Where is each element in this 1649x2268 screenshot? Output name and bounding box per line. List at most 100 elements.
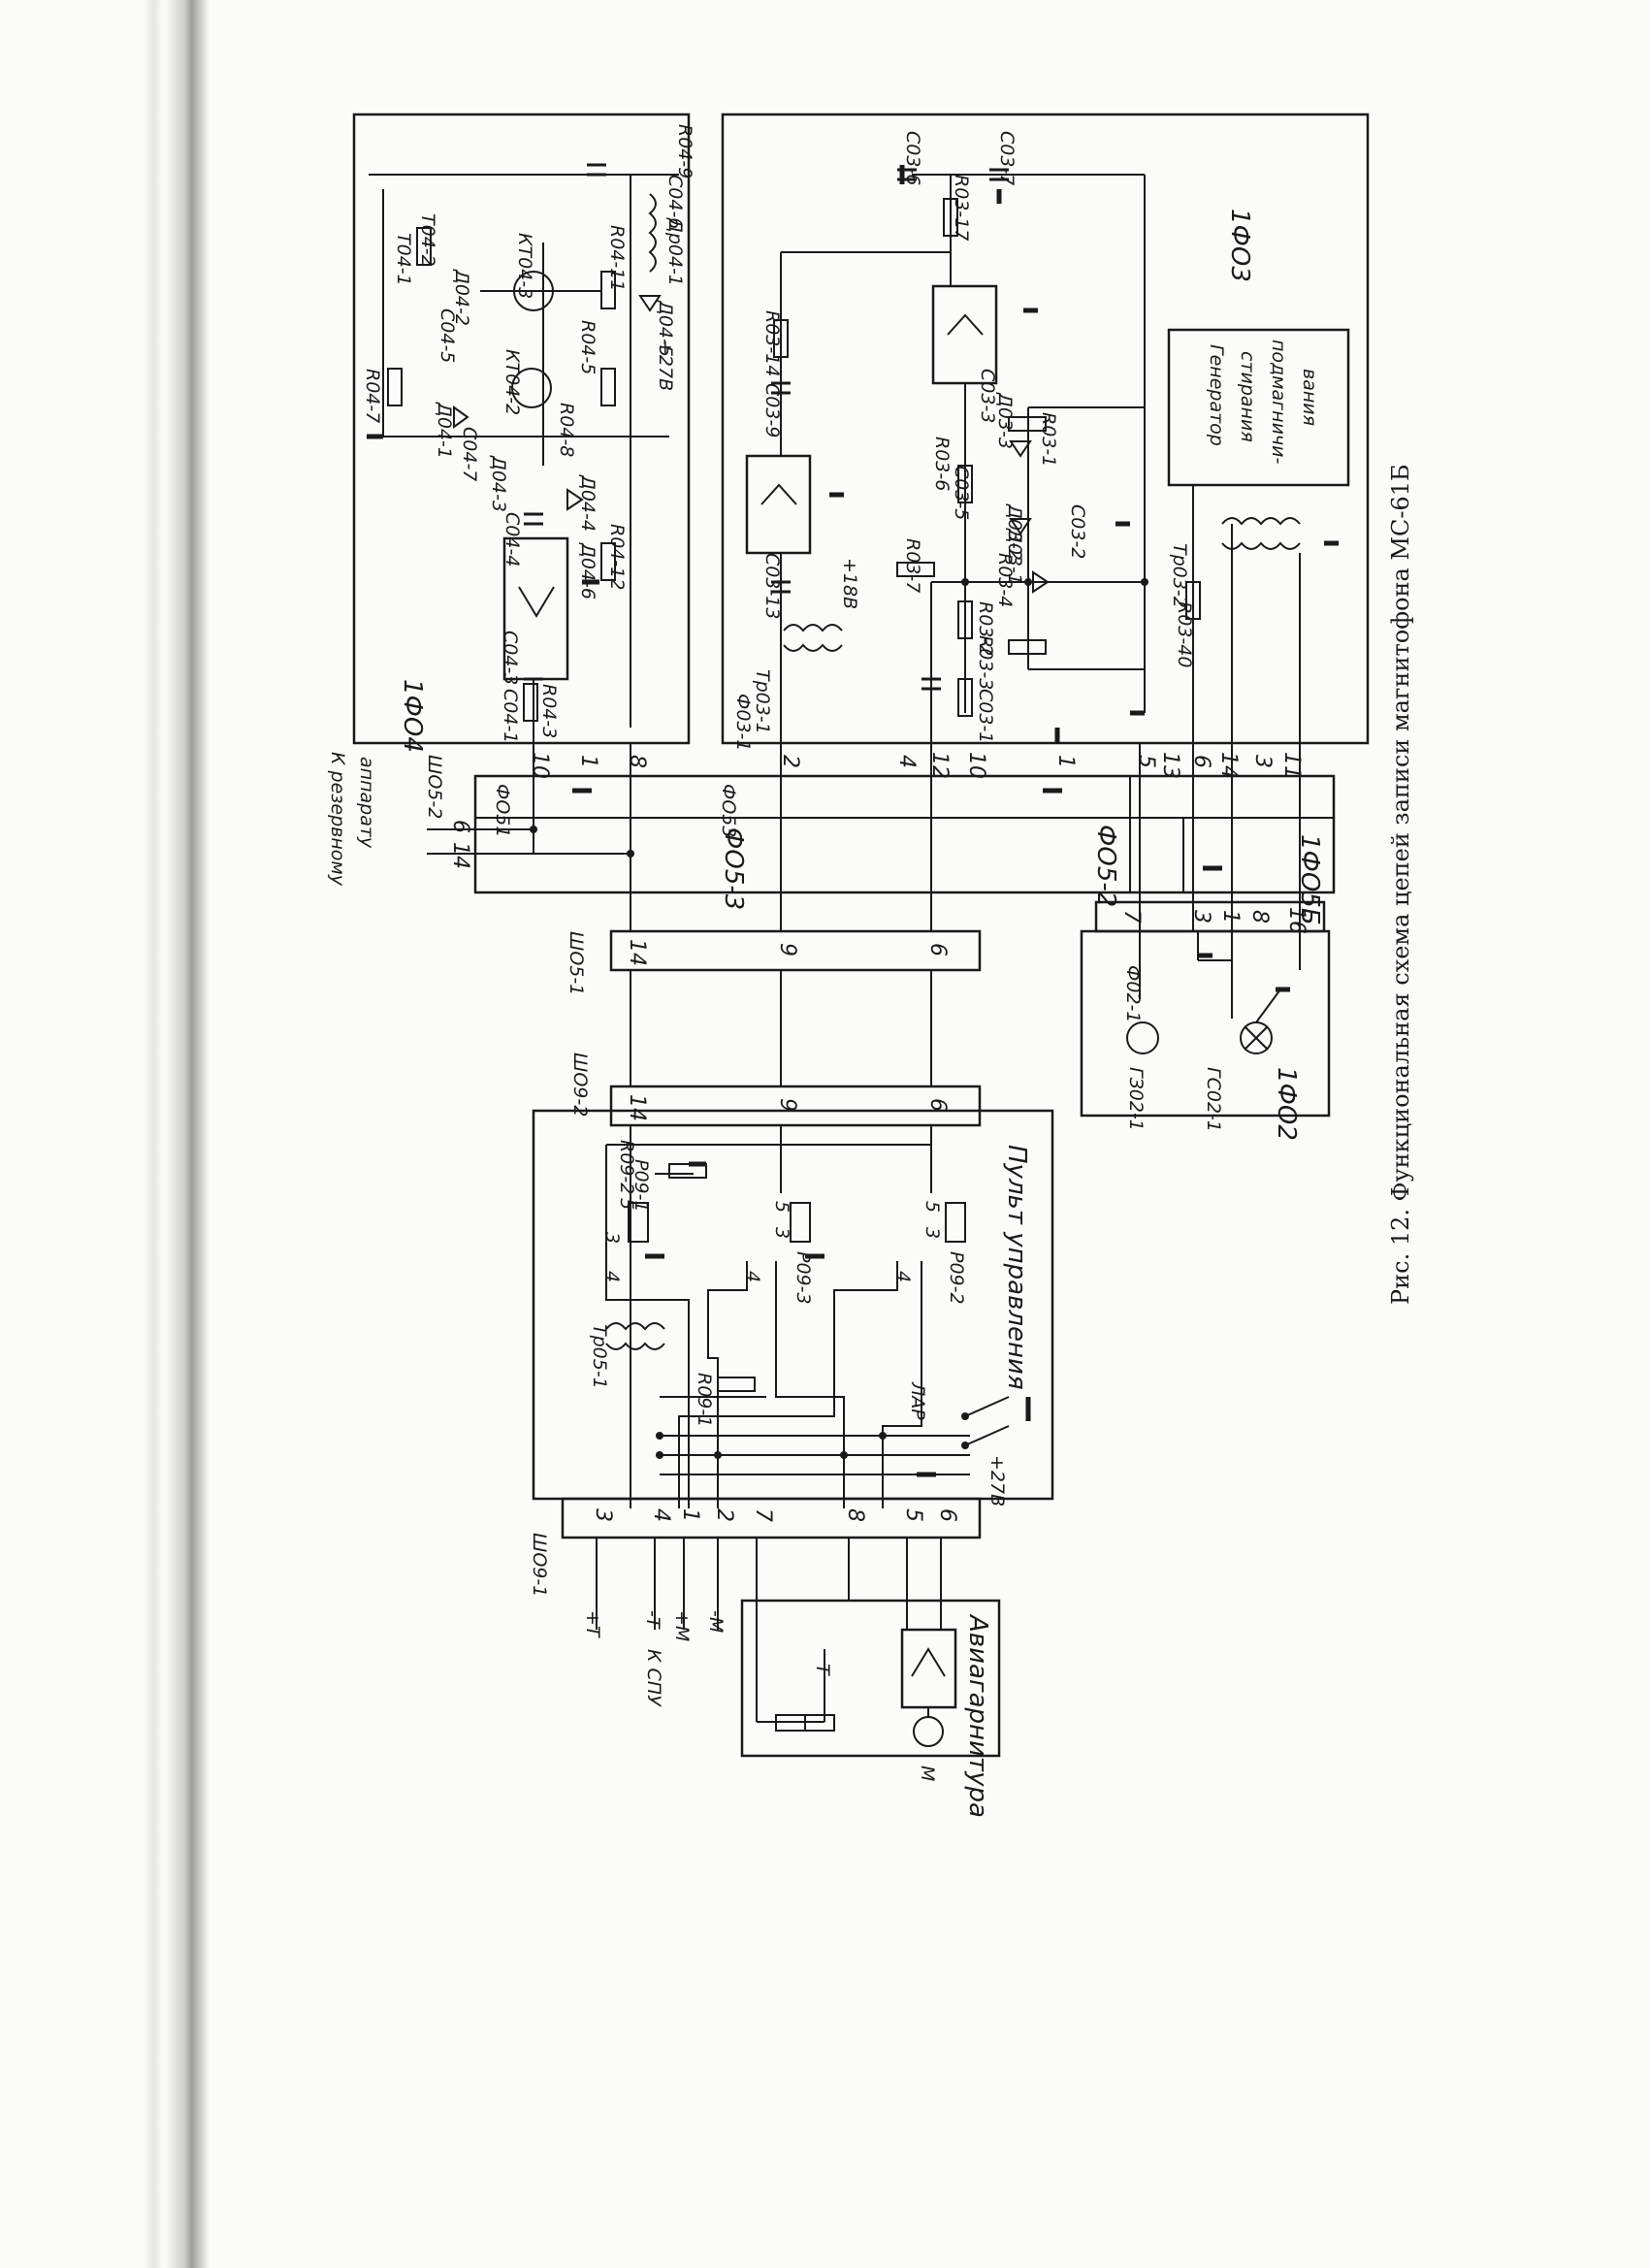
pin-f02-1: 1 (1218, 910, 1243, 923)
component-panel-1: R09-2 (616, 1140, 637, 1194)
pin-f02-3: 3 (1189, 910, 1213, 923)
label-f05-2: ФО5-2 (1091, 825, 1120, 907)
label-sh09-1: ШО9-1 (529, 1533, 550, 1597)
component-f04-7: С04-7 (459, 427, 480, 481)
component-f04-11: R04-8 (556, 403, 577, 457)
relay1-pin-3: 3 (601, 1232, 623, 1244)
component-panel-3: Р09-1 (630, 1159, 652, 1213)
pin-sh091-4: 4 (649, 1508, 673, 1522)
component-panel-5: Р09-2 (946, 1251, 967, 1305)
component-f03-10: С03-3 (977, 369, 998, 423)
component-f04-1: Т04-1 (393, 233, 414, 286)
label-reserve-1: К резервному (327, 752, 348, 887)
pin-f05r-11: 11 (1279, 752, 1304, 779)
component-f04-2: С04-5 (436, 308, 458, 363)
component-f03-13: Д03-2 (1004, 503, 1025, 561)
relay2-pin-3: 3 (771, 1227, 792, 1239)
relay1-pin-5: 5 (616, 1198, 637, 1210)
pin-sh091-6: 6 (935, 1508, 959, 1522)
component-headset-1: М (917, 1766, 938, 1781)
component-f04-20: С04-6 (664, 175, 686, 229)
component-f02-1: ГЗ02-1 (1125, 1067, 1147, 1131)
component-panel-6: ЛАР (907, 1381, 928, 1420)
pin-sh051-6: 6 (925, 943, 950, 956)
label-headset: Авиагарнитура (963, 1613, 992, 1818)
relay3-pin-4: 4 (892, 1271, 914, 1282)
pin-f05l-1: 1 (576, 755, 600, 768)
component-headset-0: Т (812, 1664, 833, 1676)
block-1fo4 (352, 113, 691, 745)
component-panel-0: Тр05-1 (589, 1324, 610, 1389)
connector-sh09-1 (561, 1497, 982, 1722)
label-1fo3: 1ФО3 (1225, 209, 1254, 282)
pin-sh092-14: 14 (625, 1094, 649, 1121)
pin-f05l-10: 10 (528, 752, 552, 779)
supply-f04_supply: +27В (655, 340, 676, 391)
component-f04-9: КТ04-2 (501, 349, 523, 415)
supply-panel_supply: +27В (986, 1455, 1008, 1507)
pin-sh091-5: 5 (901, 1508, 925, 1522)
component-f03-17: R03-2 (975, 601, 996, 656)
component-f03-16: R03-4 (994, 553, 1016, 607)
component-f04-14: Д04-6 (577, 542, 598, 599)
pin-sh091-8: 8 (843, 1508, 867, 1522)
label-1fo5b: 1ФО5Б (1295, 834, 1324, 925)
label-f05-1: ФО51 (492, 784, 513, 838)
pin-sh091-3: 3 (591, 1508, 615, 1522)
pin-sh091-1: 1 (678, 1508, 702, 1522)
pin-numbers: 14 6 10 1 8 2 4 12 10 1 5 13 6 14 3 11 1… (448, 752, 1309, 1522)
pin-f05m-2: 2 (778, 755, 802, 768)
pin-sh052-6: 6 (448, 820, 472, 833)
kspu-line-4: -М (705, 1610, 727, 1633)
label-sh05-2: ШО5-2 (424, 755, 445, 819)
label-reserve-2: аппарату (356, 757, 377, 849)
component-f03-21: Тр03-2 (1169, 543, 1190, 608)
component-f04-23: Т04-2 (417, 213, 438, 267)
component-f04-5: R04-11 (606, 225, 628, 291)
labels-rotated: 1ФО4 1ФО3 ФО5-2 ФО5-3 1ФО5Б ШО5-1 ШО5-2 … (327, 209, 1324, 1818)
generator-line-3: подмагничи- (1268, 340, 1289, 464)
label-f05-3: ФО5-3 (719, 827, 748, 910)
component-f03-22: R03-40 (1174, 601, 1195, 667)
pin-sh091-2: 2 (712, 1508, 736, 1522)
pin-sh051-14: 14 (625, 939, 649, 966)
component-f03-0: С03-9 (761, 383, 783, 437)
component-f04-6: Д04-1 (434, 402, 455, 459)
pin-f05m-4: 4 (894, 755, 919, 768)
component-f04-15: R04-12 (606, 524, 628, 590)
component-f04-19: Д04-5 (655, 300, 676, 357)
component-f03-6: Тр03-1 (752, 669, 773, 734)
component-f03-8: R03-6 (931, 437, 953, 491)
generator-line-2: стирания (1237, 351, 1258, 442)
component-f04-17: С04-1 (500, 689, 521, 743)
pin-f05m-10: 10 (964, 752, 988, 779)
component-f03-5: С03-13 (761, 553, 783, 619)
generator-line-4: вания (1299, 369, 1320, 426)
component-f03-19: С03-1 (975, 689, 996, 743)
component-f03-3: С03-6 (902, 131, 923, 185)
component-f04-13: С04-4 (501, 512, 523, 567)
connector-sh09-2 (609, 1085, 982, 1127)
pin-f05r-5: 5 (1134, 755, 1158, 768)
component-f04-16: С04-3 (500, 631, 521, 685)
pin-sh052-14: 14 (448, 842, 472, 869)
pin-f05r-13: 13 (1158, 752, 1182, 779)
kspu-line-3: +М (671, 1610, 693, 1641)
pin-sh051-9: 9 (775, 943, 799, 956)
component-f04-12: Д04-4 (577, 474, 598, 532)
component-f04-0: R04-7 (362, 369, 383, 423)
page-shadow-outer (144, 0, 163, 2268)
relay2-pin-5: 5 (771, 1201, 792, 1213)
label-sh05-1: ШО5-1 (566, 931, 587, 995)
kspu-line-1: +Т (582, 1610, 603, 1638)
component-f03-18: R03-3 (975, 635, 996, 690)
label-f05-3b: ФО53 (718, 784, 739, 838)
relay3-pin-5: 5 (922, 1201, 943, 1213)
component-panel-2: R09-1 (694, 1373, 715, 1427)
page-spine-shadow (165, 0, 210, 2268)
label-control-panel: Пульт управления (1002, 1145, 1031, 1390)
pin-f05r-3: 3 (1250, 755, 1275, 768)
component-f04-4: КТ04-3 (514, 233, 535, 299)
component-f02-0: Ф02-1 (1122, 965, 1144, 1022)
